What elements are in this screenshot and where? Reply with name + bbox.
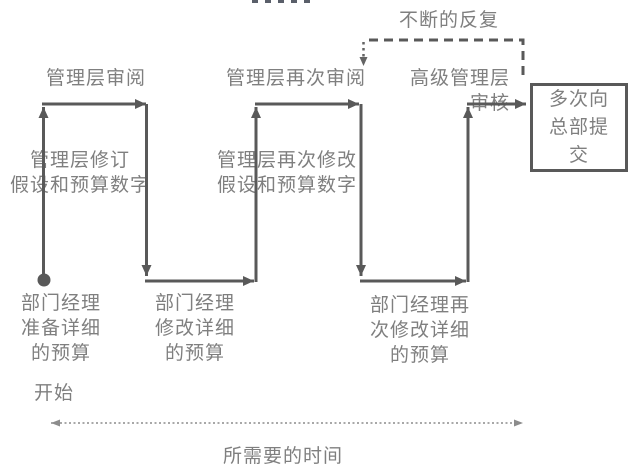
clipped-title-fragment [252, 0, 310, 4]
start-label: 开始 [34, 383, 75, 404]
feedback-loop-label: 不断的反复 [398, 10, 499, 31]
management-revise-1-label: 管理层修订 假设和预算数字 [9, 150, 150, 196]
management-revise-2-label: 管理层再次修改 假设和预算数字 [216, 150, 357, 196]
submit-to-headquarters-box: 多次向 总部提 交 [530, 83, 628, 172]
dept-manager-prepare-label: 部门经理 准备详细 的预算 [20, 293, 101, 364]
dept-manager-modify-2-label: 部门经理再 次修改详细 的预算 [369, 295, 470, 366]
start-dot [37, 273, 51, 287]
dept-manager-modify-1-label: 部门经理 修改详细 的预算 [154, 293, 235, 364]
title-fragment-mark [291, 0, 297, 3]
management-review-1-label: 管理层审阅 [45, 68, 146, 89]
title-fragment-mark [304, 0, 310, 3]
title-fragment-mark [265, 0, 271, 3]
title-fragment-mark [278, 0, 284, 3]
management-review-2-label: 管理层再次审阅 [225, 68, 366, 89]
title-fragment-mark [252, 0, 258, 3]
time-axis-label: 所需要的时间 [222, 446, 343, 467]
senior-management-review-label: 高级管理层 审核 [409, 68, 510, 114]
